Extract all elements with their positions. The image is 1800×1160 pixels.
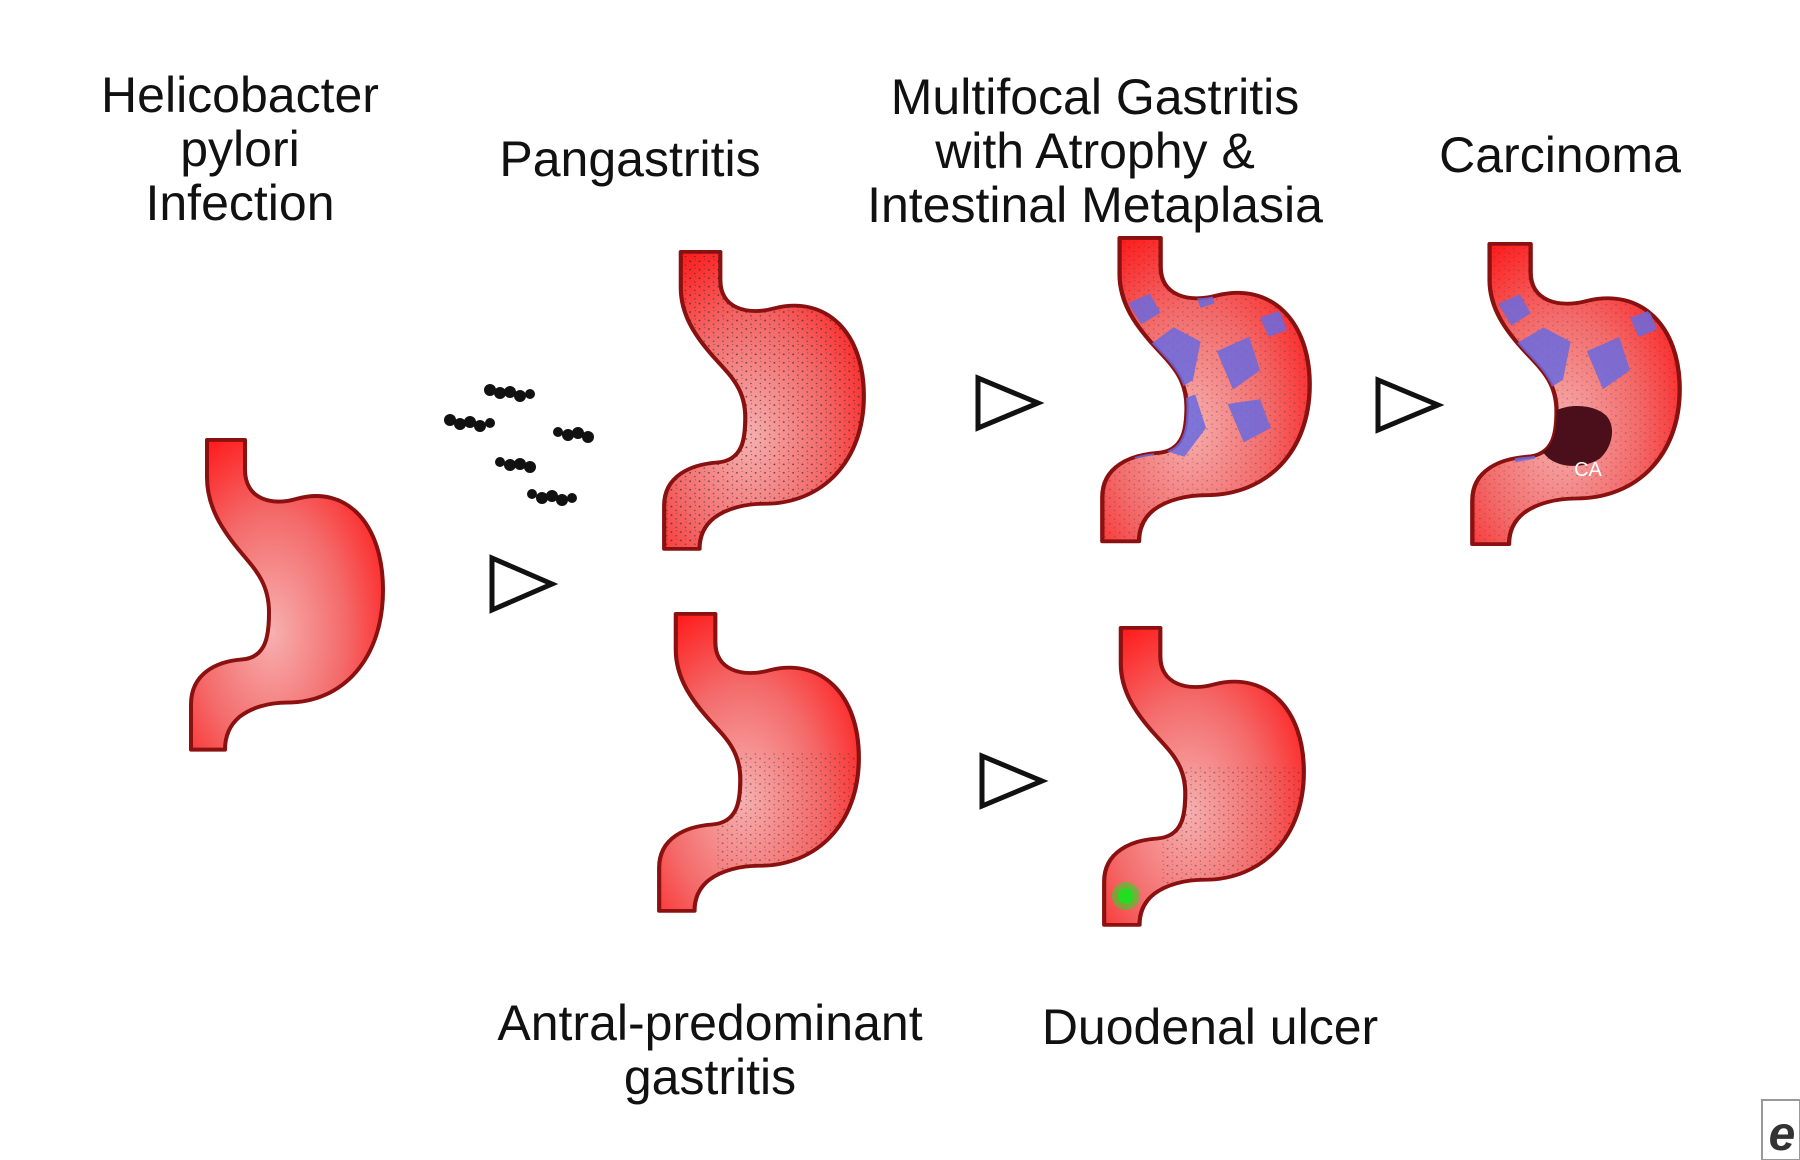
- stomach-normal: [189, 437, 385, 752]
- arrow-infection-icon: [489, 554, 559, 614]
- label-multifocal-line1: Multifocal Gastritis: [890, 69, 1300, 125]
- bacteria-cluster: [444, 384, 594, 506]
- corner-logo-icon: [1761, 1099, 1800, 1160]
- duodenal-ulcer-spot: [1112, 882, 1140, 910]
- label-multifocal-line2: with Atrophy &: [935, 123, 1255, 179]
- label-duodenal-ulcer: Duodenal ulcer: [1041, 999, 1379, 1055]
- label-multifocal-line3: Intestinal Metaplasia: [867, 177, 1323, 233]
- label-antral-predominant-gastritis: Antral-predominant gastritis: [450, 996, 970, 1104]
- label-antral-line2: gastritis: [623, 1049, 797, 1105]
- stomach-pangastritis: [660, 250, 868, 551]
- label-hp-line1: Helicobacter: [101, 67, 379, 123]
- ca-marker-label: CA: [1574, 459, 1602, 481]
- arrow-to-multifocal-icon: [975, 374, 1045, 432]
- arrow-to-duodenal-ulcer-icon: [979, 752, 1049, 810]
- label-hp-line3: Infection: [145, 175, 335, 231]
- label-helicobacter-pylori-infection: Helicobacter pylori Infection: [55, 68, 425, 230]
- label-antral-line1: Antral-predominant: [497, 995, 923, 1051]
- label-multifocal-gastritis: Multifocal Gastritis with Atrophy & Inte…: [815, 70, 1375, 232]
- label-pangastritis: Pangastritis: [499, 131, 761, 187]
- label-hp-line2: pylori: [180, 121, 300, 177]
- label-carcinoma: Carcinoma: [1439, 127, 1681, 183]
- arrow-to-carcinoma-icon: [1375, 376, 1445, 434]
- corner-logo-letter: e: [1769, 1108, 1796, 1160]
- stomach-duodenal-ulcer: [1104, 628, 1308, 927]
- stomach-carcinoma: [1468, 242, 1684, 546]
- stomach-multifocal-metaplasia: [1098, 236, 1314, 543]
- stomach-antral-gastritis: [659, 614, 863, 913]
